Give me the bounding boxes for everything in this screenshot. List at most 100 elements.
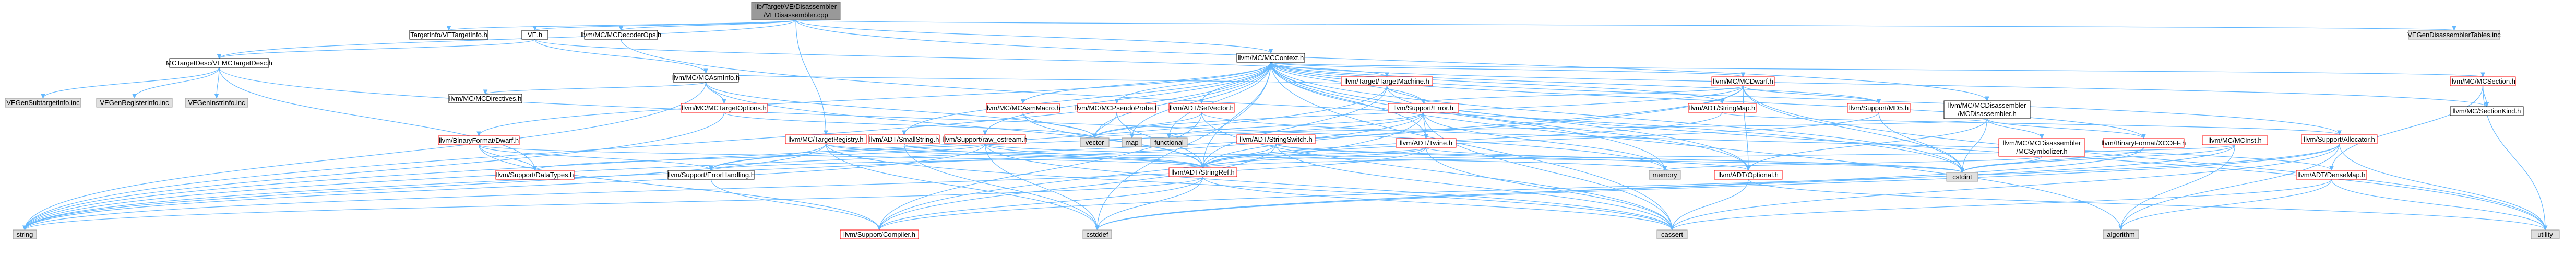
node-box-root	[751, 2, 841, 20]
node-mccontext[interactable]: llvm/MC/MCContext.h	[1236, 53, 1305, 63]
node-mctargetoptions[interactable]: llvm/MC/MCTargetOptions.h	[681, 103, 768, 113]
edge-vetargetdesc-to-vegeninstr	[216, 67, 220, 99]
node-mcdwarf[interactable]: llvm/MC/MCDwarf.h	[1711, 76, 1775, 86]
node-label-vegeninstr: VEGenInstrInfo.inc	[188, 99, 245, 107]
node-mcdecoderops[interactable]: llvm/MC/MCDecoderOps.h	[581, 30, 662, 40]
node-densemap[interactable]: llvm/ADT/DenseMap.h	[2296, 170, 2367, 180]
node-dwarf[interactable]: llvm/BinaryFormat/Dwarf.h	[438, 135, 520, 145]
node-mcinst[interactable]: llvm/MC/MCInst.h	[2202, 135, 2268, 145]
node-label-vegenregister: VEGenRegisterInfo.inc	[100, 99, 169, 107]
node-box-sectionkind	[2450, 106, 2524, 116]
node-compiler[interactable]: llvm/Support/Compiler.h	[840, 229, 919, 239]
node-stringref[interactable]: llvm/ADT/StringRef.h	[1168, 167, 1237, 177]
edge-stringswitch-to-optional	[1275, 143, 1749, 171]
node-supporterror[interactable]: llvm/Support/Error.h	[1388, 103, 1459, 113]
node-sectionkind[interactable]: llvm/MC/SectionKind.h	[2450, 106, 2524, 116]
edge-dwarf-to-compiler	[478, 144, 880, 231]
node-label-rawostream: llvm/Support/raw_ostream.h	[943, 135, 1028, 143]
node-mcdisassembler[interactable]: llvm/MC/MCDisassembler/MCDisassembler.h	[1943, 100, 2031, 119]
node-stringmap[interactable]: llvm/ADT/StringMap.h	[1688, 103, 1757, 113]
edge-arrowhead-densemap-to-cassert	[1669, 225, 1675, 231]
node-box-mctargetoptions	[681, 103, 768, 113]
node-vegenregister: VEGenRegisterInfo.inc	[96, 98, 173, 108]
node-root[interactable]: lib/Target/VE/Disassembler/VEDisassemble…	[751, 2, 841, 20]
edge-arrowhead-vetargetdesc-to-vegenregister	[132, 94, 137, 99]
edge-mcasminfo-to-mcdirectives	[485, 82, 707, 95]
edge-arrowhead-vetargetdesc-to-vegensubtarget	[41, 94, 45, 99]
node-smallstring[interactable]: llvm/ADT/SmallString.h	[868, 134, 940, 144]
edge-mcdisassembler-to-cstdint	[1962, 118, 1988, 173]
edge-setvector-to-compiler	[879, 112, 1202, 231]
node-label-mcsymbolizer: llvm/MC/MCDisassembler	[2003, 139, 2081, 147]
edge-stringswitch-to-cassert	[1275, 143, 1673, 231]
edge-arrowhead-mccontext-to-smallstring	[902, 130, 907, 136]
node-stringswitch[interactable]: llvm/ADT/StringSwitch.h	[1236, 134, 1316, 144]
node-targetinfo[interactable]: TargetInfo/VETargetInfo.h	[409, 30, 488, 40]
edge-vetargetdesc-to-vegenregister	[134, 67, 220, 99]
node-label-stringmap: llvm/ADT/StringMap.h	[1689, 104, 1755, 112]
node-label-supporterror: llvm/Support/Error.h	[1393, 104, 1453, 112]
node-box-vegenregister	[96, 98, 173, 108]
node-box-vegeninstr	[185, 98, 248, 108]
node-map: map	[1122, 137, 1142, 147]
edge-arrowhead-mccontext-to-dwarf	[476, 131, 481, 137]
edge-twine-to-stringref	[1202, 147, 1427, 168]
edge-arrowhead-ve-to-mcasminfo	[703, 68, 708, 74]
node-string: string	[13, 229, 37, 239]
node-datatypes[interactable]: llvm/Support/DataTypes.h	[495, 170, 575, 180]
node-label-errorhandling: llvm/Support/ErrorHandling.h	[667, 171, 755, 179]
edge-arrowhead-mccontext-to-mcdwarf	[1740, 72, 1746, 78]
edge-mccontext-to-stringmap	[1270, 62, 1723, 104]
edge-smallstring-to-cstddef	[903, 143, 1098, 231]
edge-arrowhead-targetregistry-to-errorhandling	[709, 166, 713, 171]
edge-mccontext-to-mcsection	[1270, 62, 2484, 77]
edge-mcasminfo-to-string	[24, 82, 707, 231]
edge-arrowhead-stringref-to-compiler	[877, 225, 882, 231]
node-targetmachine[interactable]: llvm/Target/TargetMachine.h	[1341, 76, 1433, 86]
node-mcsection[interactable]: llvm/MC/MCSection.h	[2450, 76, 2516, 86]
edge-mccontext-to-allocator	[1270, 62, 2340, 135]
edge-optional-to-utility	[1748, 179, 2546, 231]
node-box-mcdisassembler	[1943, 100, 2031, 119]
edge-mccontext-to-mcdwarf	[1270, 62, 1744, 77]
node-rawostream[interactable]: llvm/Support/raw_ostream.h	[943, 134, 1028, 144]
edge-targetregistry-to-stringref	[825, 143, 1203, 168]
node-box-md5	[1847, 103, 1911, 113]
node-label-targetregistry: llvm/MC/TargetRegistry.h	[788, 135, 863, 143]
edge-rawostream-to-cstdint	[984, 143, 1963, 173]
node-vetargetdesc[interactable]: MCTargetDesc/VEMCTargetDesc.h	[166, 58, 272, 68]
node-allocator[interactable]: llvm/Support/Allocator.h	[2301, 134, 2378, 144]
node-md5[interactable]: llvm/Support/MD5.h	[1847, 103, 1911, 113]
node-xcoff[interactable]: llvm/BinaryFormat/XCOFF.h	[2102, 138, 2186, 148]
node-mcasmmacro[interactable]: llvm/MC/MCAsmMacro.h	[985, 103, 1060, 113]
node-label-setvector: llvm/ADT/SetVector.h	[1170, 104, 1234, 112]
node-mcsymbolizer[interactable]: llvm/MC/MCDisassembler/MCSymbolizer.h	[1998, 138, 2085, 157]
edge-arrowhead-mcdwarf-to-stringmap	[1720, 99, 1725, 105]
node-optional[interactable]: llvm/ADT/Optional.h	[1714, 170, 1783, 180]
node-mcasminfo[interactable]: llvm/MC/MCAsmInfo.h	[672, 73, 740, 83]
edge-targetregistry-to-cstddef	[825, 143, 1098, 231]
node-ve[interactable]: VE.h	[521, 30, 548, 40]
node-label-cstddef: cstddef	[1087, 231, 1108, 238]
edge-arrowhead-stringmap-to-allocator	[2337, 130, 2342, 136]
node-box-allocator	[2301, 134, 2378, 144]
node-targetregistry[interactable]: llvm/MC/TargetRegistry.h	[785, 134, 867, 144]
node-box-mcsymbolizer	[1998, 138, 2085, 157]
node-errorhandling[interactable]: llvm/Support/ErrorHandling.h	[667, 170, 755, 180]
node-mcdirectives[interactable]: llvm/MC/MCDirectives.h	[448, 94, 522, 104]
node-box-targetregistry	[785, 134, 867, 144]
edge-mccontext-to-utility	[1270, 62, 2546, 231]
node-twine[interactable]: llvm/ADT/Twine.h	[1396, 138, 1457, 148]
node-box-smallstring	[868, 134, 940, 144]
node-box-densemap	[2296, 170, 2367, 180]
edge-mcsymbolizer-to-memory	[1664, 156, 2043, 171]
node-setvector[interactable]: llvm/ADT/SetVector.h	[1168, 103, 1235, 113]
node-mcpseudoprobe[interactable]: llvm/MC/MCPseudoProbe.h	[1075, 103, 1159, 113]
edge-rawostream-to-string	[24, 143, 986, 231]
node-box-stringswitch	[1236, 134, 1316, 144]
node-label-root: lib/Target/VE/Disassembler	[755, 3, 837, 10]
node-box-setvector	[1168, 103, 1235, 113]
edge-arrowhead-mcdwarf-to-supporterror	[1421, 99, 1426, 105]
edge-mcdisassembler-to-xcoff	[1986, 118, 2144, 139]
edge-root-to-vetargetdesc	[219, 19, 796, 59]
